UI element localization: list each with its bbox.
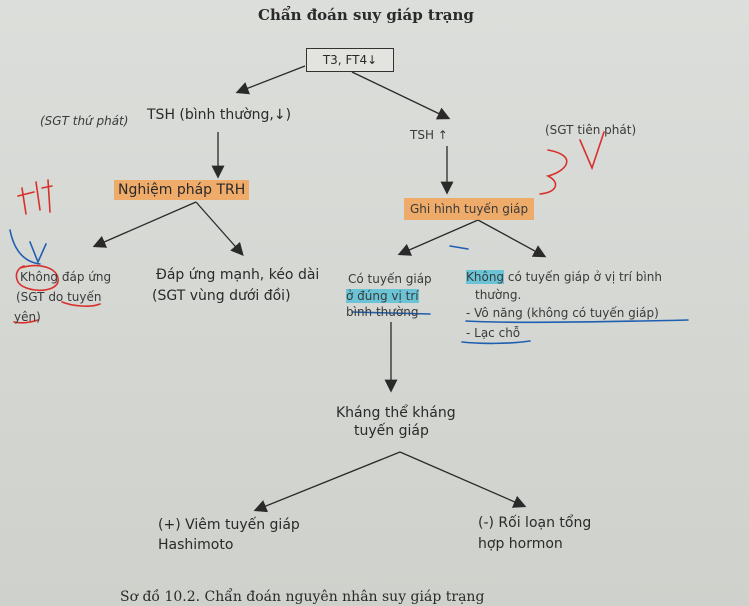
positive-line1: (+) Viêm tuyến giáp [158, 517, 300, 533]
trh-no-response-line1: Không đáp ứng [20, 270, 112, 284]
arrow-trh-left [92, 201, 197, 248]
right-branch-tag: (SGT tiên phát) [545, 123, 637, 137]
trh-no-response-line2: (SGT do tuyến [16, 290, 102, 304]
pen-annotation-blue [9, 229, 689, 345]
abnormal-line1-b: có tuyến giáp ở vị trí bình [504, 270, 662, 284]
antibody-line2: tuyến giáp [354, 423, 429, 439]
pen-annotation-red [13, 131, 605, 324]
trh-no-response-line3: yên) [14, 310, 41, 324]
normal-line1: Có tuyến giáp [348, 272, 432, 286]
arrow-start-to-right [351, 71, 451, 120]
negative-line2: hợp hormon [478, 536, 563, 552]
abnormal-line3: - Vô năng (không có tuyến giáp) [466, 306, 659, 320]
abnormal-line2: thường. [475, 288, 522, 302]
antibody-line1: Kháng thể kháng [336, 405, 456, 421]
trh-strong-line2: (SGT vùng dưới đồi) [152, 288, 291, 304]
diagram-title: Chẩn đoán suy giáp trạng [258, 6, 474, 24]
left-branch-label: TSH (bình thường,↓) [147, 107, 292, 123]
left-branch-tag: (SGT thứ phát) [40, 114, 129, 128]
trh-test-node: Nghiệm pháp TRH [114, 180, 250, 200]
arrow-antibody-left [253, 451, 401, 513]
imaging-node: Ghi hình tuyến giáp [404, 198, 535, 220]
right-branch-label: TSH ↑ [410, 128, 448, 142]
normal-line2: ở đúng vị trí [346, 289, 419, 303]
positive-line2: Hashimoto [158, 537, 234, 553]
arrow-imaging-right [477, 219, 547, 258]
arrow-imaging-left [397, 219, 479, 256]
figure-caption: Sơ đồ 10.2. Chẩn đoán nguyên nhân suy gi… [120, 589, 485, 605]
abnormal-line1-a: Không [466, 270, 505, 284]
trh-strong-line1: Đáp ứng mạnh, kéo dài [156, 267, 320, 283]
start-node-label: T3, FT4↓ [322, 53, 378, 67]
abnormal-line4: - Lạc chỗ [466, 326, 521, 340]
arrow-trh-right [195, 201, 244, 256]
arrow-start-to-left [235, 65, 306, 95]
negative-line1: (-) Rối loạn tổng [478, 515, 592, 531]
arrow-antibody-right [399, 451, 527, 508]
start-node-box: T3, FT4↓ [306, 48, 394, 72]
normal-line3: bình thường [346, 305, 419, 319]
